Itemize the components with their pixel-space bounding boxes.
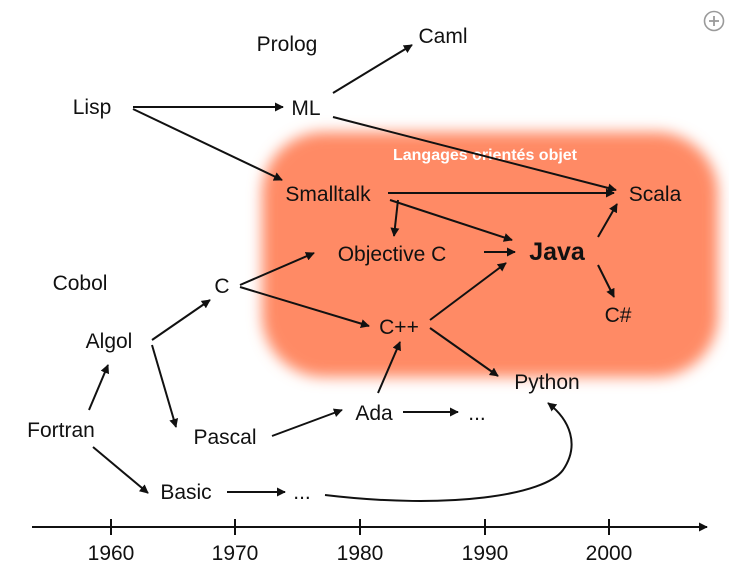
node-ada: Ada	[355, 402, 393, 425]
zoom-in-icon	[703, 10, 725, 32]
node-basic-continuation: ...	[293, 481, 311, 504]
edge-ml-scala	[332, 116, 617, 193]
zoom-in-button[interactable]	[703, 10, 725, 32]
edge-c-cpp	[239, 286, 370, 328]
edge-lisp-smalltalk	[132, 108, 283, 181]
node-ml: ML	[291, 97, 320, 120]
node-python: Python	[514, 371, 579, 394]
node-basic: Basic	[160, 481, 211, 504]
edge-c-objc	[239, 252, 315, 286]
edge-smalltalk-objc	[390, 199, 400, 237]
node-c: C	[214, 275, 229, 298]
nodes: Prolog Caml Lisp ML Smalltalk Scala Obje…	[27, 25, 681, 504]
edges	[88, 44, 618, 502]
oop-region	[262, 132, 718, 377]
timeline-label-1980: 1980	[337, 542, 384, 565]
edge-cpp-python	[429, 327, 499, 377]
node-cobol: Cobol	[53, 272, 108, 295]
edge-fortran-algol	[88, 364, 109, 411]
edge-ada-cpp	[377, 341, 401, 394]
node-java: Java	[529, 238, 586, 266]
node-algol: Algol	[86, 330, 133, 353]
edge-fortran-basic	[92, 446, 149, 494]
node-ada-continuation: ...	[468, 402, 486, 425]
node-csharp: C#	[605, 304, 632, 327]
edge-java-csharp	[597, 264, 615, 298]
edge-ml-caml	[332, 44, 413, 94]
node-scala: Scala	[629, 183, 682, 206]
node-lisp: Lisp	[73, 96, 112, 119]
node-prolog: Prolog	[257, 33, 318, 56]
timeline-axis: 1960 1970 1980 1990 2000	[32, 519, 708, 565]
edge-java-scala	[597, 203, 618, 238]
node-caml: Caml	[418, 25, 467, 48]
node-objective-c: Objective C	[338, 243, 447, 266]
edge-basic-python	[324, 402, 573, 502]
edge-cpp-java	[429, 262, 507, 321]
edge-pascal-ada	[271, 408, 343, 437]
edge-algol-pascal	[151, 344, 179, 428]
node-pascal: Pascal	[193, 426, 256, 449]
timeline-label-2000: 2000	[586, 542, 633, 565]
edge-smalltalk-java	[389, 199, 513, 242]
node-smalltalk: Smalltalk	[285, 183, 371, 206]
node-cpp: C++	[379, 316, 419, 339]
node-fortran: Fortran	[27, 419, 95, 442]
timeline-label-1990: 1990	[462, 542, 509, 565]
edge-algol-c	[151, 299, 211, 341]
timeline-label-1960: 1960	[88, 542, 135, 565]
timeline-label-1970: 1970	[212, 542, 259, 565]
